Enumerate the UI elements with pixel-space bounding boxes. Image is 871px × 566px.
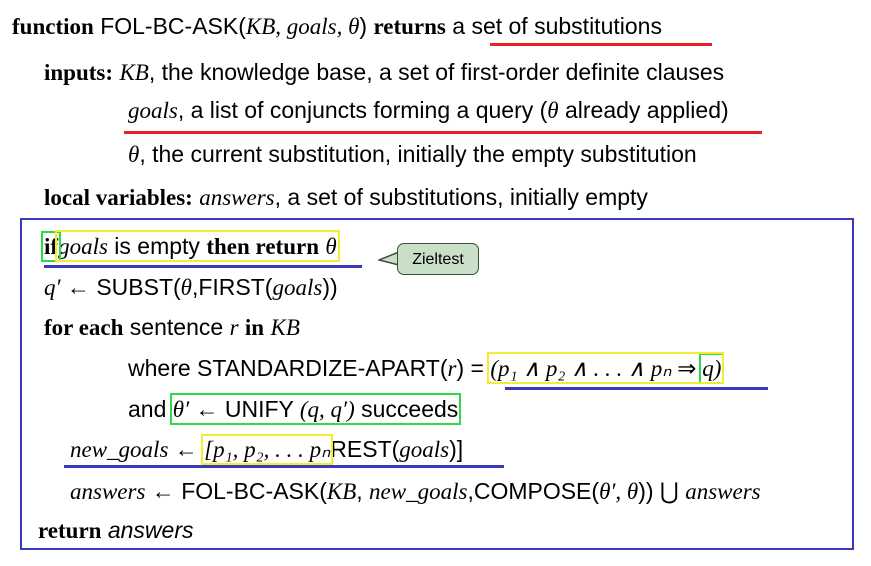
keyword-function: function bbox=[12, 14, 94, 39]
union-symbol: ⋃ bbox=[653, 478, 686, 504]
if-blue-underline bbox=[44, 265, 362, 268]
recursive-new-goals: new_goals bbox=[369, 479, 468, 504]
theta-desc: , the current substitution, initially th… bbox=[139, 141, 697, 167]
subst-line: q′ ← SUBST(θ,FIRST(goals)) bbox=[44, 272, 338, 302]
theta-symbol: θ bbox=[547, 98, 559, 123]
function-name: FOL-BC-ASK( bbox=[100, 13, 246, 39]
for-kb-var: KB bbox=[270, 315, 300, 340]
first-goals: goals bbox=[272, 275, 323, 300]
rest-call: REST( bbox=[330, 436, 400, 462]
recursive-call-line: answers ← FOL-BC-ASK(KB, new_goals,COMPO… bbox=[70, 476, 761, 506]
function-args: KB, goals, θ bbox=[245, 14, 360, 39]
goals-var: goals bbox=[128, 98, 178, 123]
recursive-comma: , bbox=[356, 478, 370, 504]
first-call: ,FIRST( bbox=[191, 274, 273, 300]
theta-prime: θ′ bbox=[172, 397, 190, 422]
keyword-if: if bbox=[40, 231, 62, 262]
new-goals-blue-underline bbox=[64, 465, 504, 468]
keyword-then-return: then return bbox=[206, 234, 319, 259]
premise-list: [p₁, p₂, . . . pₙ bbox=[201, 434, 334, 465]
if-line: ifgoals is empty then return θ bbox=[40, 230, 340, 262]
r-var: r bbox=[229, 315, 239, 340]
local-variables-label: local variables: bbox=[44, 185, 193, 210]
goals-desc-1: , a list of conjuncts forming a query ( bbox=[177, 97, 548, 123]
where-eq: ) = bbox=[456, 355, 491, 381]
keyword-return: return bbox=[38, 518, 102, 543]
inputs-theta-line: θ, the current substitution, initially t… bbox=[128, 139, 697, 169]
conclusion-q: q) bbox=[699, 353, 725, 384]
returns-red-underline bbox=[490, 43, 712, 46]
answers-var: answers bbox=[199, 185, 275, 210]
is-empty-text: is empty bbox=[107, 233, 207, 259]
q-prime: q′ bbox=[44, 275, 61, 300]
inputs-label: inputs: bbox=[44, 60, 114, 85]
premise: (p₁ ∧ p₂ ∧ . . . ∧ pₙ bbox=[490, 356, 672, 381]
recursive-call: FOL-BC-ASK( bbox=[181, 478, 327, 504]
where-text: where STANDARDIZE-APART( bbox=[128, 355, 448, 381]
function-header: function FOL-BC-ASK(KB, goals, θ) return… bbox=[12, 11, 662, 41]
local-variables-line: local variables: answers, a set of subst… bbox=[44, 182, 648, 212]
where-r: r bbox=[447, 356, 457, 381]
rule-clause: (p₁ ∧ p₂ ∧ . . . ∧ pₙ ⇒ q) bbox=[487, 352, 725, 384]
function-close: ) bbox=[359, 13, 368, 39]
sentence-text: sentence bbox=[123, 314, 230, 340]
answers-rhs: answers bbox=[685, 479, 761, 504]
algorithm-body-box bbox=[20, 218, 854, 550]
empty-goals-test: goals is empty then return θ bbox=[55, 230, 340, 262]
kb-desc: , the knowledge base, a set of first-ord… bbox=[148, 59, 725, 85]
return-theta: θ bbox=[325, 234, 337, 259]
inputs-goals-line: goals, a list of conjuncts forming a que… bbox=[128, 95, 729, 125]
for-each-line: for each sentence r in KB bbox=[44, 312, 300, 342]
unify-call: ← UNIFY bbox=[189, 396, 300, 422]
compose-close: )) bbox=[638, 478, 654, 504]
keyword-in: in bbox=[244, 315, 265, 340]
implies: ⇒ bbox=[671, 356, 703, 381]
new-goals-line: new_goals ← [p₁, p₂, . . . pₙREST(goals)… bbox=[70, 434, 464, 465]
zieltest-callout: Zieltest bbox=[397, 243, 479, 275]
kb-var: KB bbox=[119, 60, 149, 85]
answers-lhs: answers bbox=[70, 479, 146, 504]
subst-theta: θ bbox=[180, 275, 192, 300]
subst-call: SUBST( bbox=[96, 274, 181, 300]
new-goals-var: new_goals bbox=[70, 437, 169, 462]
rest-goals: goals bbox=[399, 437, 450, 462]
where-line: where STANDARDIZE-APART(r) = (p₁ ∧ p₂ ∧ … bbox=[128, 352, 725, 384]
compose-call: ,COMPOSE( bbox=[467, 478, 600, 504]
answers-desc: , a set of substitutions, initially empt… bbox=[274, 184, 648, 210]
unify-args: (q, q′) bbox=[299, 397, 355, 422]
recursive-kb: KB bbox=[326, 479, 357, 504]
if-goals-var: goals bbox=[58, 234, 108, 259]
rule-blue-underline bbox=[505, 387, 768, 390]
rest-close: )] bbox=[449, 436, 464, 462]
new-goals-arrow: ← bbox=[168, 436, 205, 462]
and-unify-line: and θ′ ← UNIFY (q, q′) succeeds bbox=[128, 393, 462, 425]
unify-expression: θ′ ← UNIFY (q, q′) succeeds bbox=[169, 393, 462, 425]
theta-var: θ bbox=[128, 142, 140, 167]
inputs-kb-line: inputs: KB, the knowledge base, a set of… bbox=[44, 57, 724, 87]
keyword-for-each: for each bbox=[44, 315, 124, 340]
unify-succeeds: succeeds bbox=[354, 396, 459, 422]
subst-close: )) bbox=[322, 274, 338, 300]
returns-text: a set of substitutions bbox=[452, 13, 662, 39]
answers-arrow: ← bbox=[145, 478, 182, 504]
return-answers: answers bbox=[107, 517, 194, 543]
and-text: and bbox=[128, 396, 173, 422]
goals-red-underline bbox=[124, 131, 762, 134]
compose-args: θ′, θ bbox=[599, 479, 639, 504]
goals-desc-2: already applied) bbox=[558, 97, 729, 123]
return-line: return answers bbox=[38, 515, 194, 545]
arrow: ← bbox=[60, 274, 97, 300]
keyword-returns: returns bbox=[373, 14, 446, 39]
